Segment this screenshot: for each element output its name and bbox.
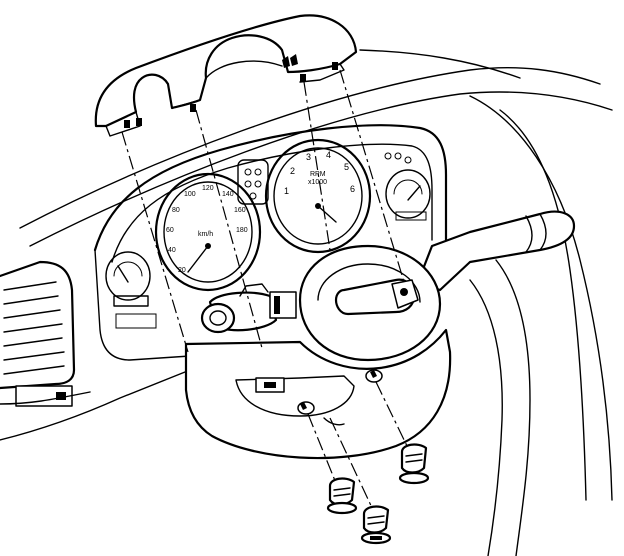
tachometer-unit-line2: x1000 [308,179,327,186]
door-panel [469,95,613,556]
tachometer-tick-3: 4 [326,150,331,160]
alignment-line-7 [375,381,409,449]
screw-right [398,443,430,485]
screw-left [326,477,358,515]
speedometer-tick-5: 120 [202,185,214,192]
tachometer-tick-2: 3 [306,152,311,162]
speedometer-tick-6: 140 [222,191,234,198]
alignment-line-4 [339,69,405,283]
speedometer-needle [187,245,209,273]
tachometer-tick-1: 2 [290,166,295,176]
tachometer: 1 2 3 4 5 6 RPM x1000 [264,138,372,254]
speedometer-tick-1: 40 [168,247,176,254]
tachometer-tick-4: 5 [344,162,349,172]
upper-column-cover [94,14,358,137]
speedometer-tick-7: 160 [234,207,246,214]
tachometer-tick-0: 1 [284,186,289,196]
alignment-line-6 [329,417,375,513]
alignment-line-2 [195,109,263,349]
speedometer: 20 40 60 80 100 120 140 160 180 km/h [154,172,262,292]
screw-center [360,505,392,545]
alignment-line-3 [303,81,331,251]
tachometer-needle [317,205,337,223]
speedometer-tick-2: 60 [166,227,174,234]
lower-column-cover [184,328,452,460]
speedometer-tick-4: 100 [184,191,196,198]
temp-gauge [384,152,431,221]
speedometer-tick-3: 80 [172,207,180,214]
tachometer-tick-5: 6 [350,184,355,194]
speedometer-unit: km/h [198,231,213,238]
windshield-outline [19,49,613,247]
alignment-line-1 [121,131,189,353]
fuel-gauge [105,251,157,329]
speedometer-tick-0: 20 [178,267,186,274]
speedometer-tick-8: 180 [236,227,248,234]
multifunction-stalk [416,210,576,292]
left-air-vent [0,260,191,441]
steering-column [200,244,442,362]
